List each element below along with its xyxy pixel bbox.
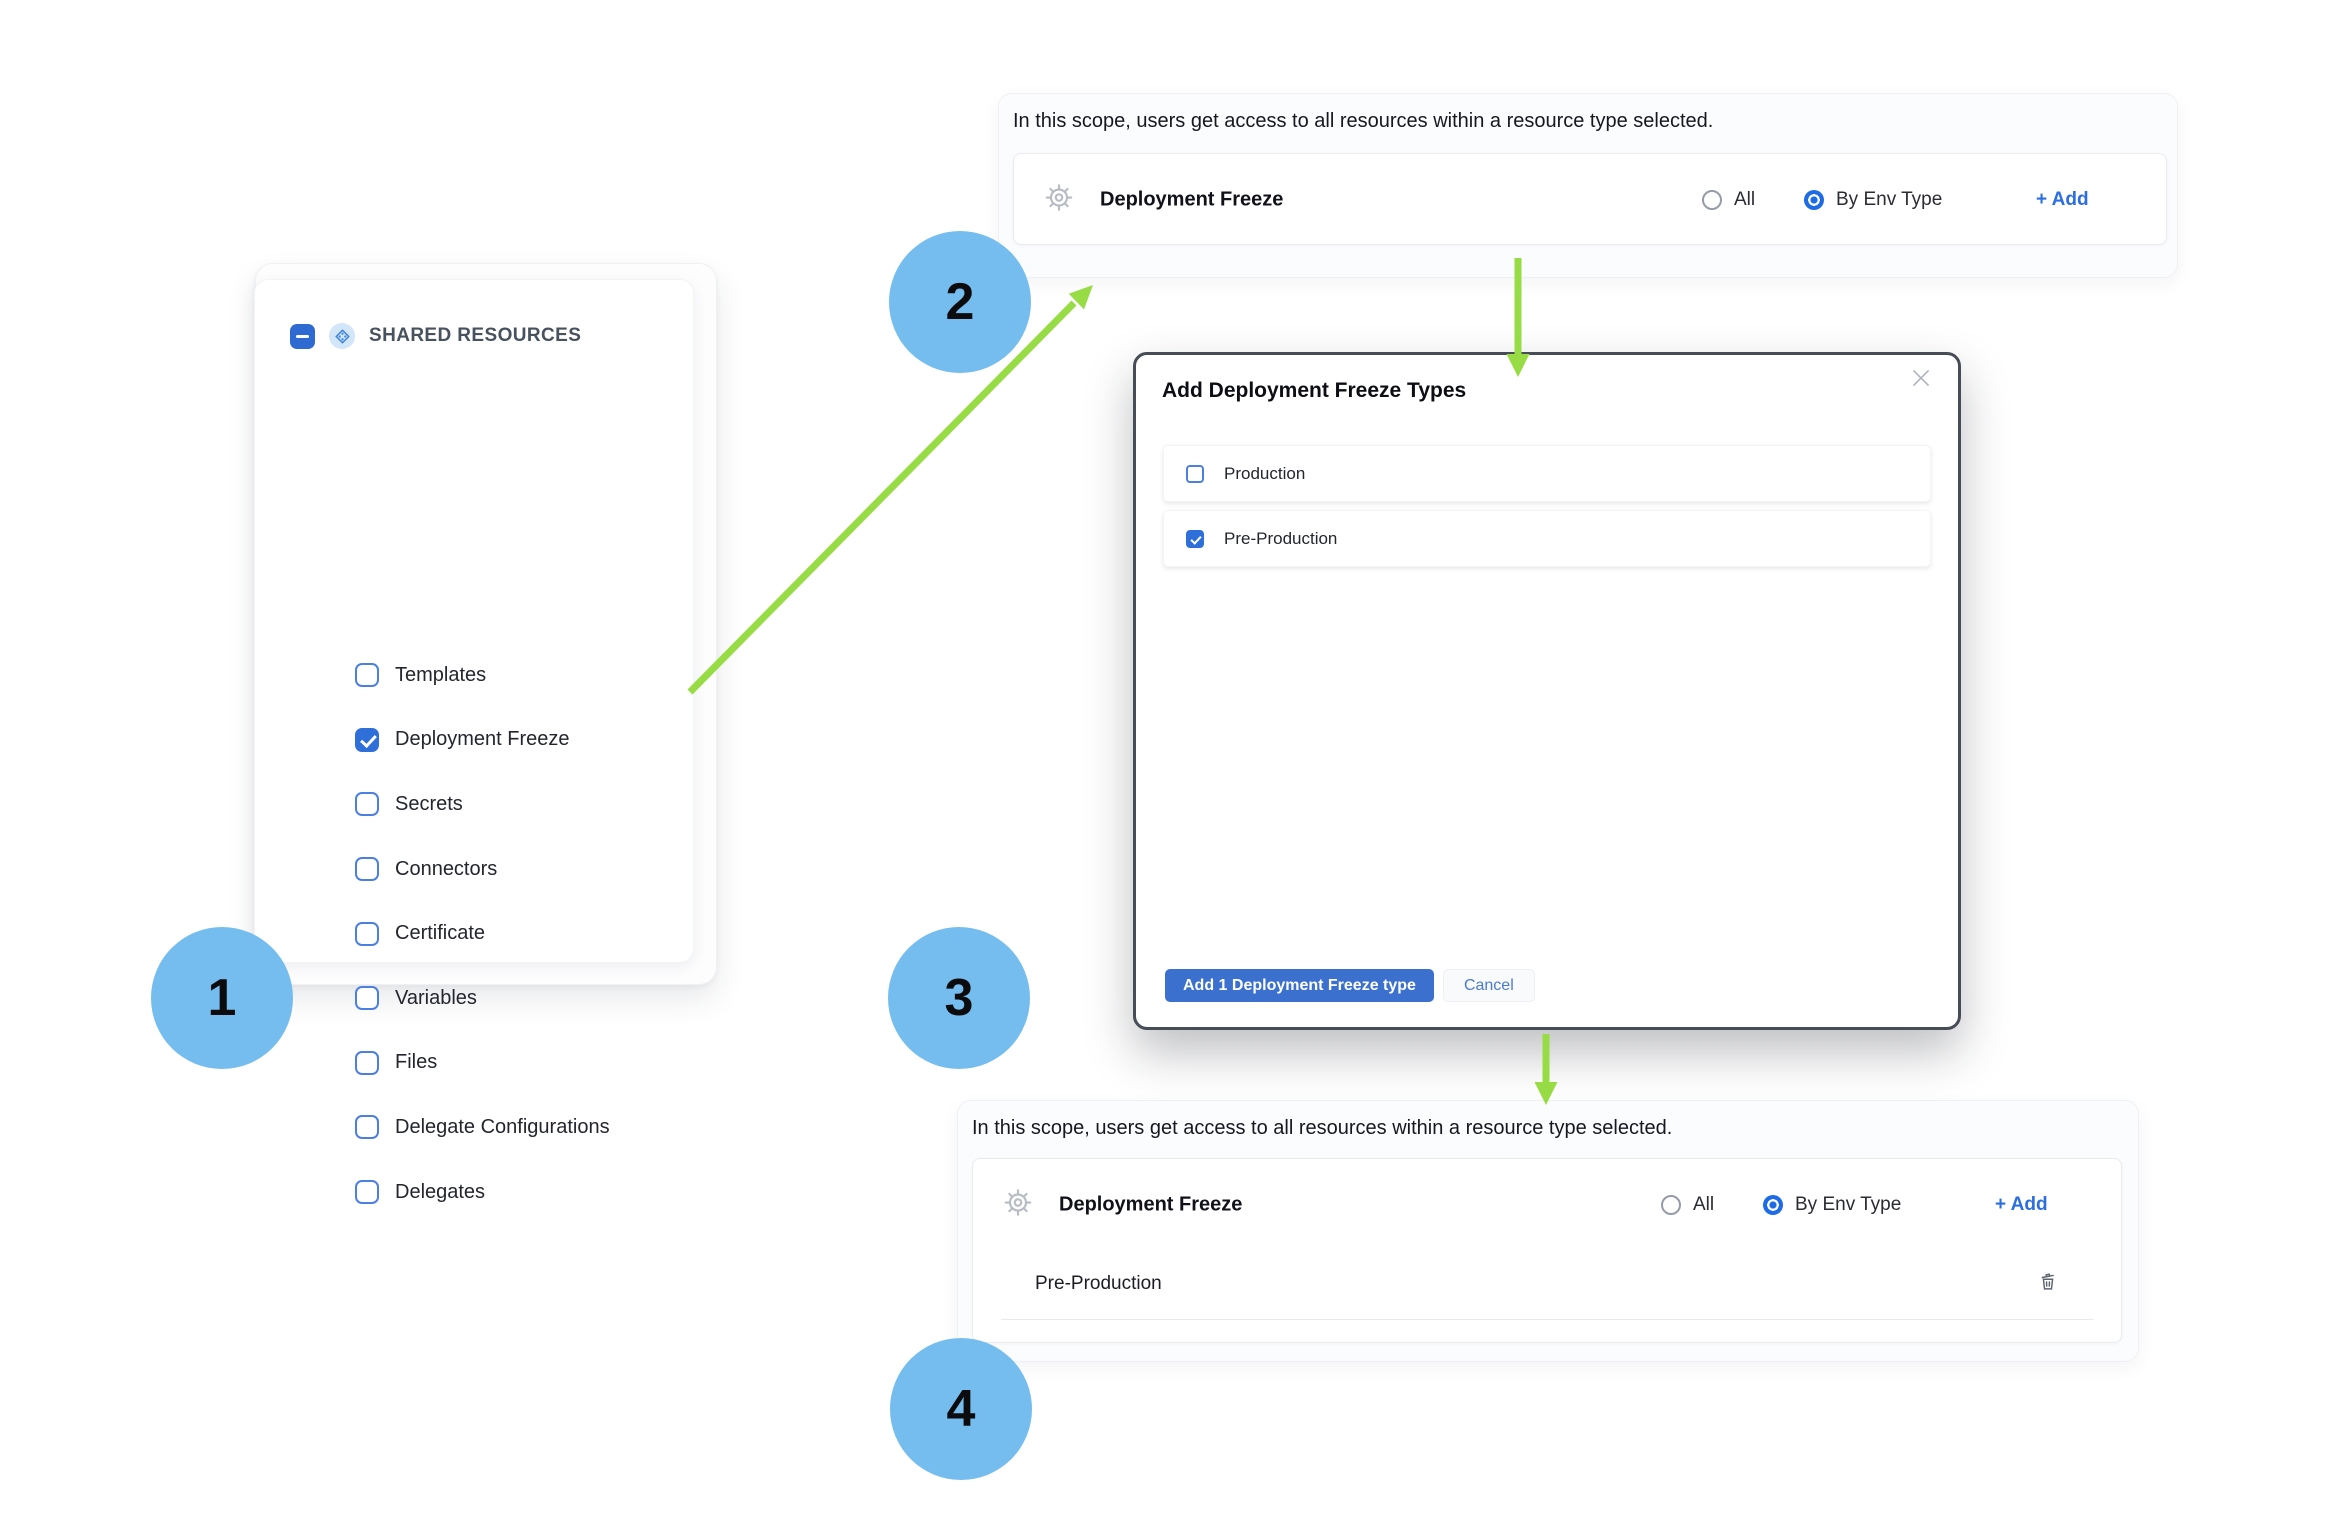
list-item-connectors: Connectors	[355, 837, 610, 902]
deployment-freeze-label: Deployment Freeze	[395, 728, 570, 751]
variables-checkbox[interactable]	[355, 986, 379, 1011]
delegates-label: Delegates	[395, 1180, 486, 1203]
selected-type-row: Pre-Production	[973, 1251, 2121, 1317]
radio-by-env-type-label: By Env Type	[1795, 1194, 1902, 1215]
step-number: 1	[207, 969, 237, 1027]
freeze-type-options: Production Pre-Production	[1163, 445, 1931, 575]
templates-label: Templates	[395, 663, 487, 686]
cancel-button[interactable]: Cancel	[1442, 969, 1535, 1002]
radio-all[interactable]	[1702, 190, 1722, 210]
radio-by-env-type[interactable]	[1763, 1195, 1783, 1215]
production-label: Production	[1224, 463, 1306, 483]
radio-all-label: All	[1693, 1194, 1715, 1215]
list-item-variables: Variables	[355, 966, 610, 1031]
templates-checkbox[interactable]	[355, 663, 379, 688]
production-row[interactable]: Production	[1163, 445, 1931, 502]
list-item-certificate: Certificate	[355, 901, 610, 966]
modal-actions: Add 1 Deployment Freeze type Cancel	[1165, 969, 1535, 1002]
secrets-checkbox[interactable]	[355, 792, 379, 817]
pre-production-checkbox[interactable]	[1186, 529, 1204, 548]
selected-type-label: Pre-Production	[1035, 1273, 1162, 1294]
gear-icon	[1003, 1188, 1033, 1223]
radio-all[interactable]	[1661, 1195, 1681, 1215]
modal-title: Add Deployment Freeze Types	[1162, 379, 1467, 402]
radio-all-label: All	[1734, 189, 1756, 210]
shared-resources-header: SHARED RESOURCES	[290, 323, 581, 349]
collapse-button[interactable]	[290, 323, 315, 349]
close-icon[interactable]	[1908, 365, 1934, 396]
gear-icon	[1044, 183, 1074, 218]
resource-type-list: Templates Deployment Freeze Secrets Conn…	[355, 643, 610, 1224]
certificate-label: Certificate	[395, 922, 486, 945]
add-link[interactable]: + Add	[1995, 1194, 2048, 1215]
radio-by-env-type-label: By Env Type	[1836, 189, 1943, 210]
resource-name: Deployment Freeze	[1059, 1193, 1243, 1216]
secrets-label: Secrets	[395, 792, 463, 815]
files-label: Files	[395, 1051, 438, 1074]
files-checkbox[interactable]	[355, 1050, 379, 1075]
deployment-freeze-checkbox[interactable]	[355, 727, 379, 752]
resource-name: Deployment Freeze	[1100, 188, 1284, 211]
pre-production-label: Pre-Production	[1224, 528, 1338, 548]
resource-card: Deployment Freeze All By Env Type + Add	[1013, 153, 2167, 245]
scope-panel-top: In this scope, users get access to all r…	[998, 93, 2178, 278]
radio-option-by-env-type[interactable]: By Env Type	[1763, 1194, 1901, 1216]
variables-label: Variables	[395, 986, 477, 1009]
add-freeze-type-button[interactable]: Add 1 Deployment Freeze type	[1165, 969, 1434, 1002]
list-item-delegates: Delegates	[355, 1160, 610, 1225]
certificate-checkbox[interactable]	[355, 921, 379, 946]
shared-resources-title: SHARED RESOURCES	[369, 325, 582, 346]
trash-icon[interactable]	[2037, 1271, 2059, 1298]
row-divider	[1001, 1319, 2093, 1320]
radio-by-env-type[interactable]	[1804, 190, 1824, 210]
scope-panel-bottom: In this scope, users get access to all r…	[957, 1100, 2139, 1362]
shared-resources-panel-stack: SHARED RESOURCES Templates Deployment Fr…	[254, 263, 717, 1205]
add-link[interactable]: + Add	[2036, 189, 2089, 210]
step-number: 2	[945, 273, 975, 331]
scope-description: In this scope, users get access to all r…	[1013, 110, 1714, 132]
radio-option-by-env-type[interactable]: By Env Type	[1804, 189, 1942, 211]
connectors-label: Connectors	[395, 857, 498, 880]
delegates-checkbox[interactable]	[355, 1180, 379, 1205]
list-item-secrets: Secrets	[355, 772, 610, 837]
arrow-modal-to-result	[1534, 1034, 1558, 1105]
step-badge-2: 2	[889, 231, 1031, 373]
add-deployment-freeze-types-modal: Add Deployment Freeze Types Production P…	[1133, 352, 1961, 1030]
step-number: 3	[944, 969, 974, 1027]
delegate-configurations-label: Delegate Configurations	[395, 1115, 610, 1138]
deployment-freeze-row: Deployment Freeze All By Env Type + Add	[1014, 154, 2166, 246]
resource-card: Deployment Freeze All By Env Type + Add …	[972, 1158, 2122, 1343]
list-item-deployment-freeze: Deployment Freeze	[355, 708, 610, 773]
step-badge-4: 4	[890, 1338, 1032, 1480]
list-item-templates: Templates	[355, 643, 610, 708]
step-badge-3: 3	[888, 927, 1030, 1069]
list-item-delegate-configurations: Delegate Configurations	[355, 1095, 610, 1160]
shared-resources-panel: SHARED RESOURCES Templates Deployment Fr…	[254, 279, 694, 1205]
pre-production-row[interactable]: Pre-Production	[1163, 510, 1931, 567]
radio-option-all[interactable]: All	[1702, 189, 1755, 211]
step-badge-1: 1	[151, 927, 293, 1069]
deployment-freeze-row: Deployment Freeze All By Env Type + Add	[973, 1159, 2121, 1251]
arrow-panel-to-scope	[687, 285, 1093, 695]
shared-resources-icon	[329, 323, 355, 349]
delegate-configurations-checkbox[interactable]	[355, 1115, 379, 1140]
list-item-files: Files	[355, 1031, 610, 1096]
minus-icon	[296, 334, 309, 338]
radio-option-all[interactable]: All	[1661, 1194, 1714, 1216]
production-checkbox[interactable]	[1186, 464, 1204, 483]
scope-description: In this scope, users get access to all r…	[972, 1117, 1673, 1139]
step-number: 4	[946, 1380, 976, 1438]
connectors-checkbox[interactable]	[355, 857, 379, 882]
